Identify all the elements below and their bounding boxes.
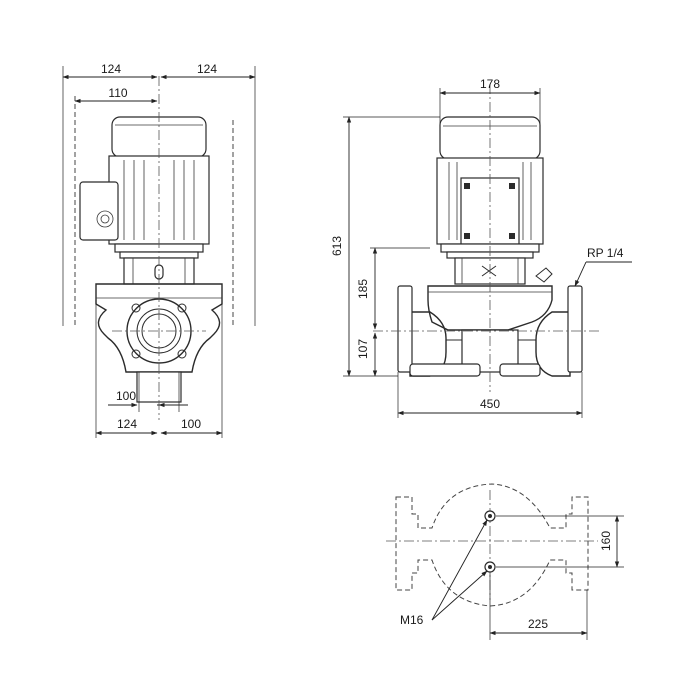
dim-base-hole-spacing: 160	[599, 531, 613, 551]
side-view: 178 613 185 107 450 RP 1/4	[330, 77, 632, 418]
dim-side-port-height: 107	[356, 339, 370, 359]
base-plan-view: 160 225 M16	[386, 483, 624, 640]
dim-side-port-to-port: 450	[480, 397, 500, 411]
label-vent-thread: RP 1/4	[587, 246, 624, 260]
dim-front-terminal-offset: 110	[108, 86, 127, 100]
dim-front-flange-left: 100	[116, 389, 136, 403]
dim-front-base-right: 100	[181, 417, 201, 431]
dim-front-base-left: 124	[117, 417, 137, 431]
dim-front-right-half: 124	[197, 62, 217, 76]
dim-side-total-height: 613	[330, 236, 344, 256]
dim-side-flange-height: 185	[356, 279, 370, 299]
label-base-bolt-size: M16	[400, 613, 424, 627]
front-view: 124 124 110 100 124 100	[62, 62, 256, 438]
dim-base-hole-offset: 225	[528, 617, 548, 631]
dim-front-left-half: 124	[101, 62, 121, 76]
dim-side-motor-width: 178	[480, 77, 500, 91]
